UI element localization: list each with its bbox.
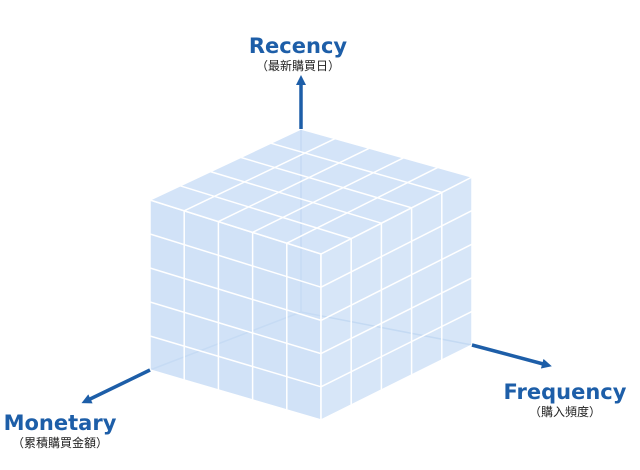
grid-line	[149, 267, 322, 322]
cube	[147, 128, 475, 422]
grid-line	[149, 233, 322, 288]
recency-subtitle: （最新購買日）	[255, 59, 340, 73]
frequency-title: Frequency	[503, 380, 627, 404]
monetary-title: Monetary	[3, 411, 117, 435]
monetary-axis-label: Monetary （累積購買金額）	[0, 411, 120, 451]
cube-front-face	[149, 198, 322, 422]
cube-top-face-outline	[147, 128, 475, 255]
axes	[81, 75, 552, 404]
monetary-subtitle: （累積購買金額）	[11, 436, 108, 450]
recency-title: Recency	[248, 34, 348, 58]
frequency-axis-arrow	[471, 343, 552, 369]
monetary-axis-arrow	[81, 368, 151, 404]
grid-line	[320, 209, 473, 288]
cube-right-face-fill	[321, 177, 472, 420]
grid-line	[270, 142, 443, 194]
grid-line	[210, 170, 382, 224]
grid-line	[320, 277, 473, 355]
grid-line	[179, 185, 352, 240]
grid-line	[320, 243, 473, 322]
grid-line	[286, 166, 439, 244]
cube-top-face-fill	[150, 129, 472, 254]
cube-front-face-fill	[150, 200, 321, 420]
cube-top-face	[147, 128, 475, 255]
grid-line	[252, 157, 404, 234]
grid-line	[149, 301, 322, 355]
grid-line	[320, 310, 473, 388]
grid-line	[149, 335, 322, 388]
grid-line	[218, 147, 370, 223]
grid-line	[240, 156, 412, 209]
frequency-subtitle: （購入頻度）	[528, 405, 601, 419]
recency-axis-label: Recency （最新購買日）	[228, 34, 368, 74]
grid-line	[183, 137, 336, 212]
frequency-axis-label: Frequency （購入頻度）	[500, 380, 630, 420]
cube-right-face	[320, 175, 473, 422]
